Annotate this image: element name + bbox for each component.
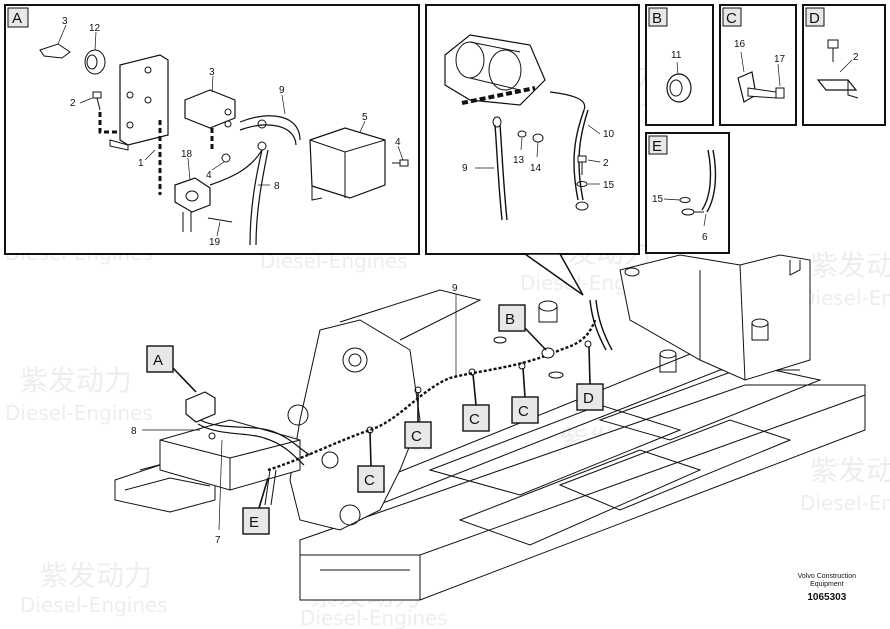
- watermark-cn: 紫发动力: [40, 559, 152, 592]
- caption-line-1: Volvo Construction: [797, 573, 856, 580]
- callout-m-9: 9: [452, 283, 458, 294]
- callout-a-5: 5: [362, 112, 368, 123]
- watermark-en: Diesel-Engines: [20, 593, 168, 617]
- callout-s-9: 9: [462, 163, 468, 174]
- watermark-en: Diesel-Engines: [5, 401, 153, 425]
- callout-e-6: 6: [702, 232, 708, 243]
- callout-a-4-mid: 4: [206, 170, 212, 181]
- callout-m-8: 8: [131, 426, 137, 437]
- main-label-c3: C: [511, 367, 539, 424]
- callout-b-11: 11: [671, 50, 682, 61]
- detail-panel-b: B 11: [645, 4, 714, 126]
- callout-s-14: 14: [530, 163, 542, 174]
- main-callouts: 9 8 7: [131, 283, 458, 546]
- caption-line-2: Equipment: [810, 581, 844, 588]
- callout-s-10: 10: [603, 129, 615, 140]
- svg-text:E: E: [249, 514, 259, 531]
- figure-number: 1065303: [807, 592, 847, 603]
- callout-a-8: 8: [274, 181, 280, 192]
- machine-frame: [114, 254, 866, 601]
- watermark-en: Diesel-Engines: [300, 606, 448, 629]
- detail-panel-c: C 16 17: [719, 4, 797, 126]
- callout-a-2: 2: [70, 98, 76, 109]
- svg-text:B: B: [505, 311, 515, 328]
- svg-text:C: C: [411, 428, 422, 445]
- svg-text:C: C: [518, 403, 529, 420]
- detail-a-letter: A: [12, 10, 22, 27]
- callout-a-19: 19: [209, 237, 221, 248]
- callout-a-1: 1: [138, 158, 144, 169]
- main-label-c1: C: [404, 392, 432, 449]
- callout-s-15: 15: [603, 180, 615, 191]
- detail-e-letter: E: [652, 138, 662, 155]
- detail-panel-d: D 2: [802, 4, 886, 126]
- callout-s-13: 13: [513, 155, 525, 166]
- main-label-c2: C: [462, 373, 490, 432]
- main-label-b: B: [498, 304, 547, 351]
- callout-d-2: 2: [853, 52, 859, 63]
- detail-panel-e: E 15 6: [645, 132, 730, 254]
- watermark-en: Diesel-Engines: [800, 286, 890, 310]
- callout-a-3-top: 3: [62, 16, 68, 27]
- callout-c-16: 16: [734, 39, 746, 50]
- svg-text:D: D: [583, 390, 594, 407]
- svg-text:C: C: [469, 411, 480, 428]
- callout-m-7: 7: [215, 535, 221, 546]
- callout-a-18: 18: [181, 149, 193, 160]
- main-label-e: E: [242, 477, 270, 535]
- detail-c-letter: C: [726, 10, 737, 27]
- callout-c-17: 17: [774, 54, 786, 65]
- callout-a-4-right: 4: [395, 137, 401, 148]
- watermark-cn: 紫发动力: [20, 364, 132, 397]
- main-label-d: D: [576, 346, 604, 411]
- callout-a-12: 12: [89, 23, 101, 34]
- callout-a-3-mid: 3: [209, 67, 215, 78]
- callout-a-9: 9: [279, 85, 285, 96]
- watermark-cn: 紫发动力: [810, 454, 890, 487]
- svg-text:A: A: [153, 352, 163, 369]
- watermark-cn: 紫发动力: [810, 249, 890, 282]
- callout-e-15: 15: [652, 194, 664, 205]
- main-harness: [185, 299, 613, 506]
- callout-s-2: 2: [603, 158, 609, 169]
- detail-d-letter: D: [809, 10, 820, 27]
- detail-panel-a: A: [4, 4, 420, 255]
- detail-panel-starter: 10 9 13 14 2 15: [425, 4, 640, 296]
- detail-b-letter: B: [652, 10, 662, 27]
- main-label-c4: C: [357, 431, 385, 493]
- svg-text:C: C: [364, 472, 375, 489]
- main-label-a: A: [146, 345, 197, 393]
- figure-caption: Volvo Construction Equipment 1065303: [798, 573, 856, 603]
- watermark-en: Diesel-Engines: [800, 491, 890, 515]
